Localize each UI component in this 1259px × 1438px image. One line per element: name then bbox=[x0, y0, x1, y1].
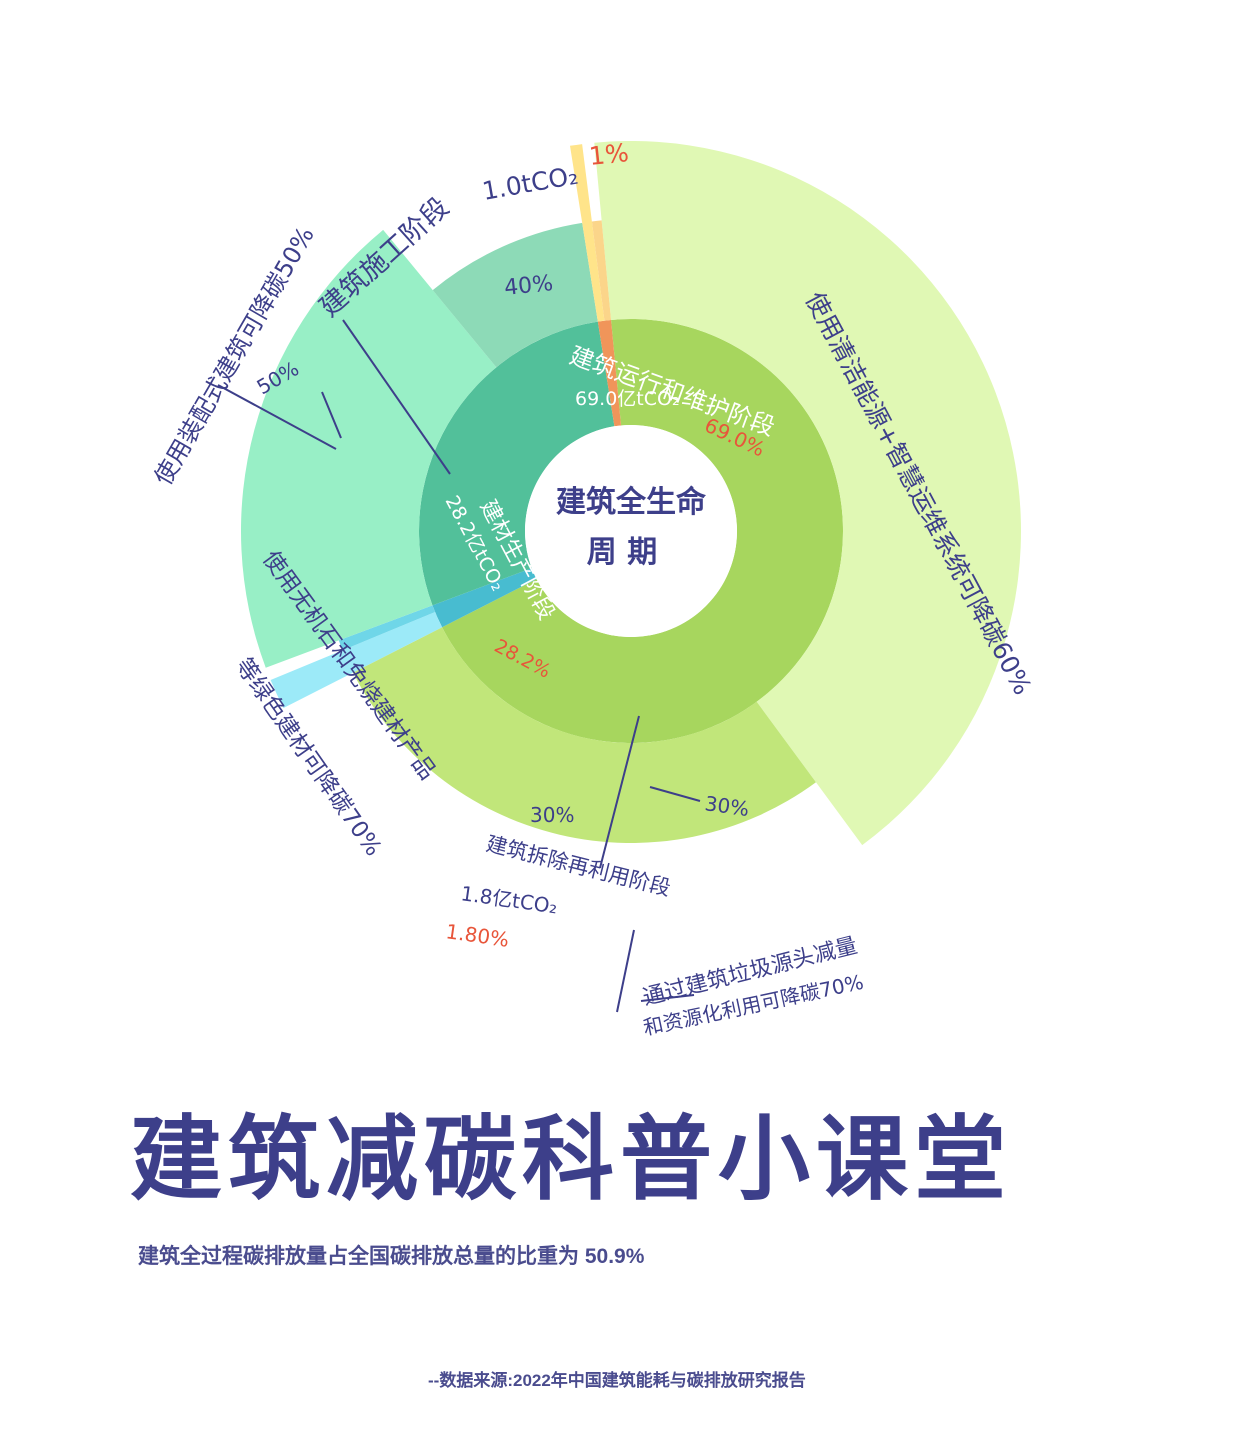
leader-demolition-reduction bbox=[616, 929, 635, 1013]
demolition-stage-share: 1.80% bbox=[444, 919, 510, 952]
construction-stage-value: 1.0tCO₂ bbox=[480, 161, 580, 206]
leader-construction-remaining bbox=[321, 391, 342, 439]
leader-construction-stage bbox=[342, 319, 451, 475]
outer-remaining-slice-0 bbox=[353, 627, 816, 843]
outer-remaining-slice-3 bbox=[591, 220, 612, 321]
inner-slice-3 bbox=[597, 319, 622, 427]
outer-remaining-slice-1 bbox=[432, 222, 598, 368]
material-remaining-label: 30% bbox=[530, 803, 574, 827]
sunburst-chart: 建筑全生命 周 期 建筑运行和维护阶段 69.0亿tCO₂ 69.0% 建材生产… bbox=[149, 138, 1037, 1040]
data-source: --数据来源:2022年中国建筑能耗与碳排放研究报告 bbox=[428, 1371, 806, 1390]
operation-stage-value: 69.0亿tCO₂ bbox=[575, 388, 680, 410]
demolition-stage-value: 1.8亿tCO₂ bbox=[459, 881, 559, 918]
leader-demolition-remaining bbox=[649, 786, 701, 802]
inner-slice-2 bbox=[432, 568, 537, 628]
center-circle bbox=[525, 425, 737, 637]
leader-demolition-stage bbox=[599, 715, 640, 869]
leader-prefab bbox=[217, 384, 337, 450]
operation-remaining-label: 40% bbox=[503, 271, 554, 301]
center-label-line1: 建筑全生命 bbox=[556, 485, 707, 520]
inner-slice-0 bbox=[442, 319, 844, 744]
underline-demolition bbox=[640, 994, 695, 1002]
page-subtitle: 建筑全过程碳排放量占全国碳排放总量的比重为 50.9% bbox=[138, 1245, 645, 1268]
inner-slice-1 bbox=[419, 321, 615, 606]
construction-stage-share: 1% bbox=[588, 138, 630, 171]
outer-reducible-slice-0 bbox=[594, 141, 1022, 846]
center-label-line2: 周 期 bbox=[587, 535, 657, 570]
page-title: 建筑减碳科普小课堂 bbox=[130, 1106, 1013, 1213]
outer-remaining-slice-2 bbox=[338, 605, 436, 651]
outer-reducible-slice-1 bbox=[241, 229, 497, 668]
outer-reducible-slice-3 bbox=[569, 144, 605, 322]
outer-reducible-slice-2 bbox=[270, 612, 443, 709]
